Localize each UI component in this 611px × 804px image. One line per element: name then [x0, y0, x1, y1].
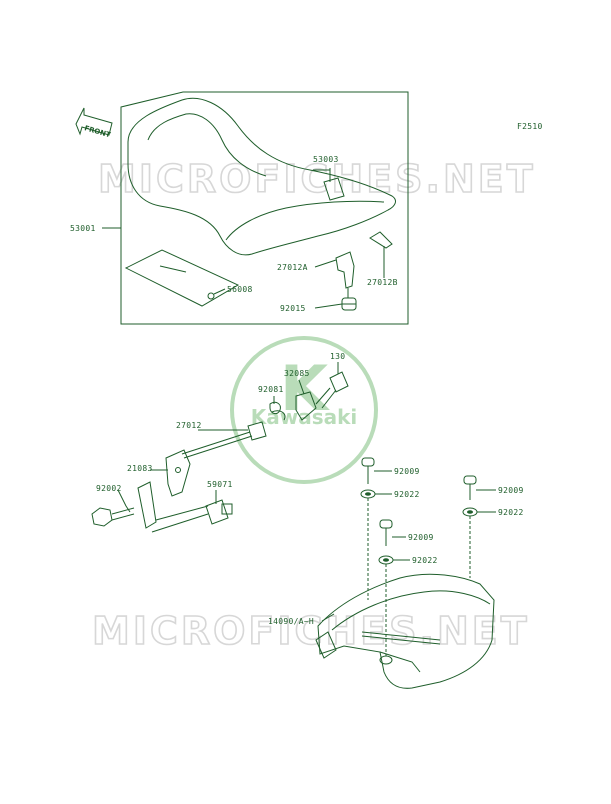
hook-32085: [295, 391, 317, 421]
label-92002: 92002: [96, 484, 122, 493]
logo-ring: [230, 336, 378, 484]
washer-92022-b: [462, 507, 478, 517]
label-14090: 14090/A~H: [268, 617, 314, 626]
part-labels: 53003 53001 27012A 27012B 56008 92015 13…: [70, 155, 524, 626]
spring-92081: [269, 401, 286, 421]
bolt-92002: [91, 507, 135, 527]
watermark-bottom: MICROFICHES.NET: [91, 608, 530, 654]
label-sheet: [124, 249, 240, 307]
label-92009-b: 92009: [498, 486, 524, 495]
figure-code: F2510: [517, 122, 543, 131]
kawasaki-logo-watermark: K Kawasaki: [230, 336, 378, 484]
screw-92009-a: [361, 457, 375, 484]
washer-92022-c: [378, 555, 394, 565]
logo-word: Kawasaki: [251, 405, 358, 429]
label-32085: 32085: [284, 369, 310, 378]
front-arrow: FRONT: [75, 107, 113, 139]
washer-92022-a: [360, 489, 376, 499]
label-21083: 21083: [127, 464, 153, 473]
label-92022-a: 92022: [394, 490, 420, 499]
lever-21083: [165, 449, 191, 497]
label-53003: 53003: [313, 155, 339, 164]
label-92009-c: 92009: [408, 533, 434, 542]
logo-letter: K: [280, 352, 330, 425]
label-92081: 92081: [258, 385, 284, 394]
bracket-27012B: [369, 231, 393, 262]
bracket-lower: [137, 481, 209, 533]
front-arrow-icon: [75, 107, 113, 136]
label-92015: 92015: [280, 304, 306, 313]
label-27012: 27012: [176, 421, 202, 430]
collar-92015: [341, 297, 357, 311]
watermark-text-top: MICROFICHES.NET: [98, 157, 536, 201]
label-59071: 59071: [207, 480, 233, 489]
label-92009-a: 92009: [394, 467, 420, 476]
bracket-27012A: [335, 251, 355, 298]
label-27012A: 27012A: [277, 263, 308, 272]
label-56008: 56008: [227, 285, 253, 294]
label-53001: 53001: [70, 224, 96, 233]
screw-92009-c: [379, 519, 393, 546]
watermark-top: MICROFICHES.NET: [97, 156, 536, 202]
rear-cover-14090: [315, 573, 495, 689]
label-27012B: 27012B: [367, 278, 398, 287]
screw-92009-b: [463, 475, 477, 500]
seat-group-frame: [120, 91, 409, 325]
label-92022-b: 92022: [498, 508, 524, 517]
watermark-text-bottom: MICROFICHES.NET: [92, 609, 530, 653]
cable-27012: [181, 421, 267, 459]
leader-lines: [102, 169, 496, 656]
label-92022-c: 92022: [412, 556, 438, 565]
bushing-59071: [205, 499, 233, 525]
label-130: 130: [330, 352, 345, 361]
front-label: FRONT: [83, 124, 111, 139]
